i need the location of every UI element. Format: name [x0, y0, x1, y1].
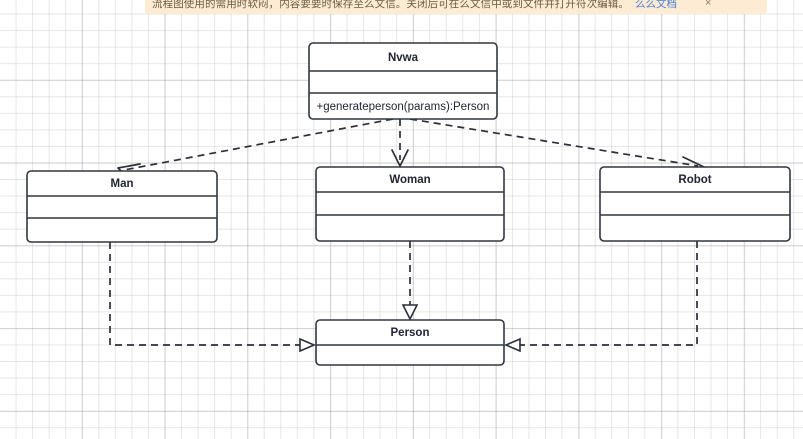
- edge-nvwa-to-woman[interactable]: [391, 119, 409, 167]
- edge-man-to-person[interactable]: [109, 242, 317, 353]
- class-box-nvwa[interactable]: Nvwa +generateperson(params):Person: [308, 42, 498, 120]
- close-icon[interactable]: ×: [705, 0, 712, 9]
- class-box-person[interactable]: Person: [315, 319, 505, 366]
- class-box-man[interactable]: Man: [26, 170, 218, 243]
- edge-robot-to-person[interactable]: [503, 241, 698, 353]
- class-box-woman[interactable]: Woman: [315, 166, 505, 242]
- class-method-nvwa-0: +generateperson(params):Person: [317, 101, 490, 113]
- class-name-nvwa: Nvwa: [388, 52, 419, 64]
- class-name-person: Person: [391, 327, 430, 339]
- class-name-robot: Robot: [678, 174, 711, 186]
- notification-banner: 流程图使用的需用时软闷，内容要要时保存至么文信。关闭后可在么文信中或到文件并打开…: [145, 0, 767, 14]
- class-name-woman: Woman: [389, 174, 430, 186]
- banner-doc-link[interactable]: 么么文档: [635, 0, 677, 10]
- edge-woman-to-person[interactable]: [401, 241, 419, 321]
- class-box-robot[interactable]: Robot: [599, 166, 791, 242]
- banner-message: 流程图使用的需用时软闷，内容要要时保存至么文信。关闭后可在么文信中或到文件并打开…: [152, 0, 629, 10]
- class-name-man: Man: [111, 178, 134, 190]
